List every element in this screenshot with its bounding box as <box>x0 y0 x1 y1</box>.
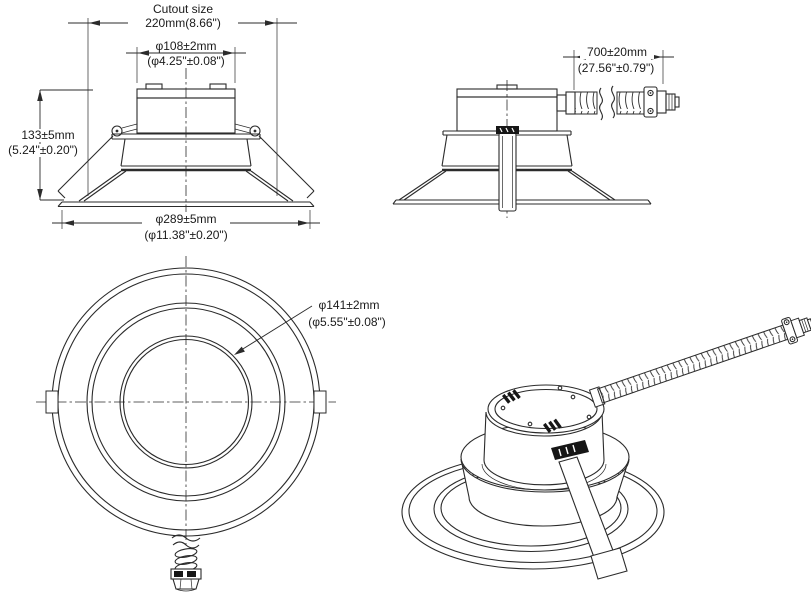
trim-flange <box>392 170 652 205</box>
dim-conduit-length: 700±20mm (27.56"±0.79") <box>563 45 674 90</box>
conduit-stub <box>170 534 202 592</box>
dim-cutout-label: Cutout size <box>153 2 213 16</box>
dim-flange-mm: φ289±5mm <box>155 212 216 226</box>
break-line <box>611 85 615 119</box>
conduit-connector <box>643 86 680 118</box>
junction-box <box>136 83 236 134</box>
screw-hole <box>500 405 506 411</box>
screw-hole <box>570 394 576 400</box>
dim-height-mm: 133±5mm <box>21 128 74 142</box>
dim-cutout: Cutout size 220mm(8.66") <box>68 2 297 30</box>
view-perspective <box>401 317 811 580</box>
mounting-spring-left <box>57 123 138 199</box>
screw-hole <box>586 414 592 420</box>
dim-aperture-mm: φ108±2mm <box>155 39 216 53</box>
dim-lens-in: (φ5.55"±0.08") <box>308 315 386 329</box>
dim-flange-in: (φ11.38"±0.20") <box>144 228 227 242</box>
dim-cutout-value: 220mm(8.66") <box>145 16 221 30</box>
side-tab-right <box>313 390 327 414</box>
dim-lens-mm: φ141±2mm <box>318 298 379 312</box>
screw-hole <box>527 421 533 427</box>
fixture-body <box>111 133 261 172</box>
break-line <box>599 87 603 121</box>
vent-slots <box>502 389 521 404</box>
view-bottom: φ141±2mm (φ5.55"±0.08") <box>36 256 386 592</box>
screw-hole <box>557 385 563 391</box>
dim-height: 133±5mm (5.24"±0.20") <box>1 89 93 201</box>
mounting-spring-right <box>234 123 315 199</box>
dim-conduit-in: (27.56"±0.79") <box>578 61 654 75</box>
trim-flange <box>57 170 315 208</box>
retention-clip-3d <box>551 440 628 580</box>
side-tab-left <box>45 390 59 414</box>
dim-lens-diameter: φ141±2mm (φ5.55"±0.08") <box>234 298 386 355</box>
dim-conduit-mm: 700±20mm <box>587 45 647 59</box>
flex-conduit-3d <box>588 317 811 408</box>
vent-slots <box>543 418 562 433</box>
conduit-connector-3d <box>781 317 811 345</box>
dim-height-in: (5.24"±0.20") <box>8 143 78 157</box>
view-side-front: Cutout size 220mm(8.66") φ108±2mm (φ4.25… <box>1 2 320 242</box>
retention-clip <box>496 126 519 212</box>
flex-conduit <box>556 85 645 121</box>
junction-box-3d <box>481 384 607 491</box>
dim-flange-diameter: φ289±5mm (φ11.38"±0.20") <box>52 210 320 242</box>
dim-aperture: φ108±2mm (φ4.25"±0.08") <box>126 39 246 83</box>
dim-aperture-in: (φ4.25"±0.08") <box>147 54 225 68</box>
view-side-conduit: 700±20mm (27.56"±0.79") <box>392 45 680 218</box>
